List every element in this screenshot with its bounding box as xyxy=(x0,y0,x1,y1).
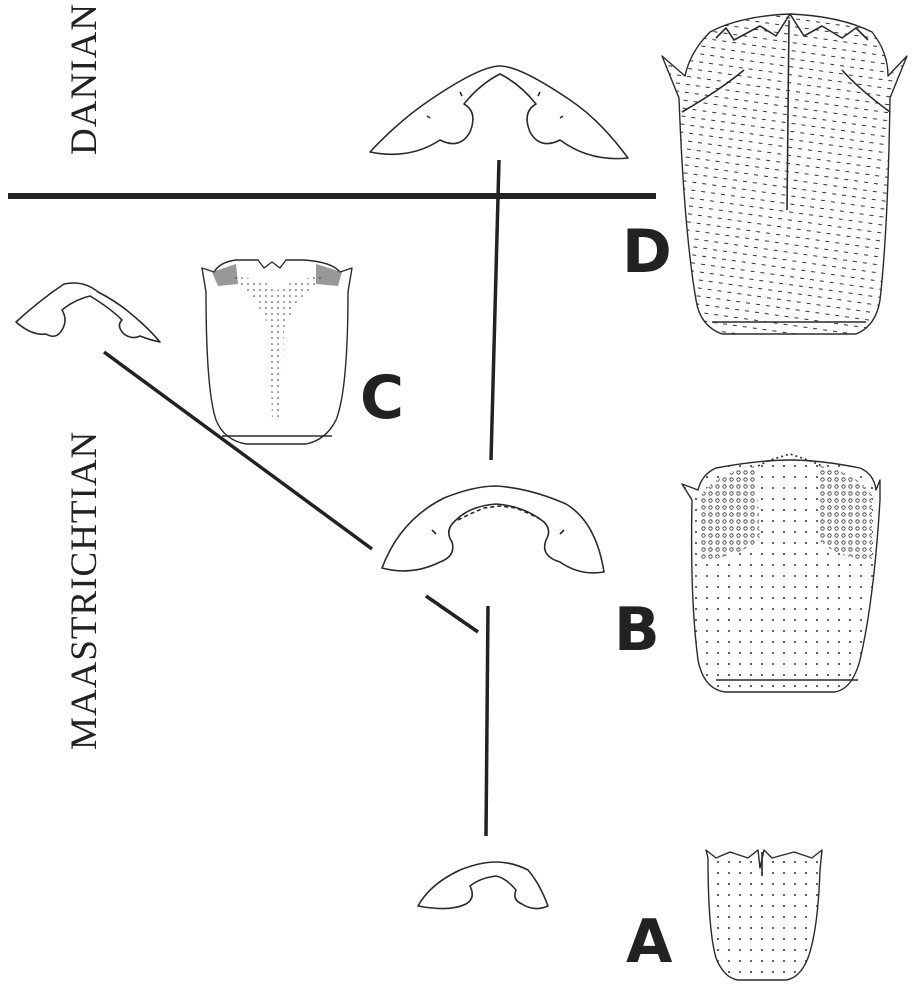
lineage-line-branch-stub xyxy=(426,596,478,632)
stage-label-danian: DANIAN xyxy=(64,3,105,155)
specimen-label-a: A xyxy=(626,907,673,977)
specimen-b-cross-section xyxy=(382,486,604,573)
specimen-c-cross-section xyxy=(16,283,160,342)
specimen-label-b: B xyxy=(614,595,660,665)
stage-label-maastrichtian: MAASTRICHTIAN xyxy=(64,431,105,750)
specimen-a-cross-section xyxy=(418,862,548,909)
specimen-label-d: D xyxy=(622,217,672,287)
specimen-label-c: C xyxy=(360,363,404,433)
specimen-c-plate xyxy=(202,260,352,444)
lineage-line-b-to-d xyxy=(491,160,499,460)
specimen-d-plate xyxy=(662,14,907,334)
specimen-a-plate xyxy=(706,850,822,980)
lineage-line-a-to-b xyxy=(486,606,488,836)
specimen-d-cross-section xyxy=(370,66,628,159)
specimen-b-plate xyxy=(682,454,880,692)
